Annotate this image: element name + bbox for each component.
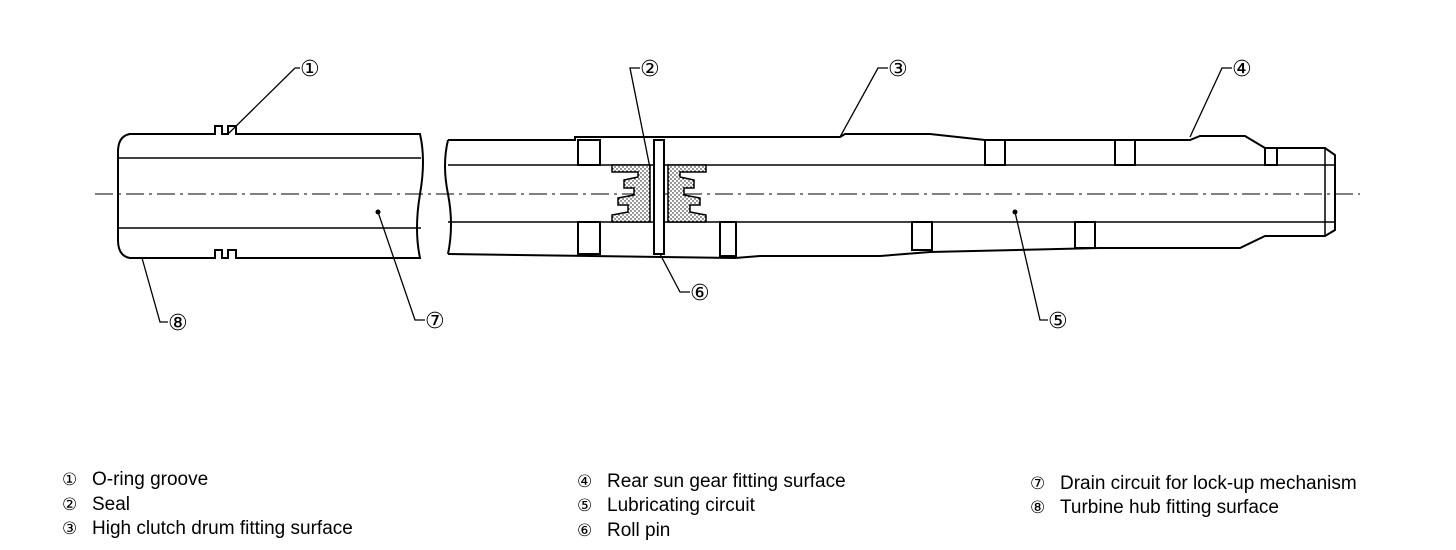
- callout-4: ④: [1232, 57, 1252, 82]
- callout-5: ⑤: [1048, 309, 1068, 334]
- shaft-left-section: [117, 125, 424, 259]
- callout-7: ⑦: [425, 309, 445, 334]
- callout-8: ⑧: [168, 311, 188, 336]
- callout-6: ⑥: [690, 281, 710, 306]
- shaft-main-section: [444, 133, 1336, 260]
- seal: [611, 164, 707, 223]
- leader-dot-5: [1012, 209, 1018, 215]
- leader-lines: [141, 67, 1232, 323]
- callout-3: ③: [888, 57, 908, 82]
- leader-dot-7: [375, 209, 381, 215]
- callout-2: ②: [640, 57, 660, 82]
- callout-1: ①: [300, 57, 320, 82]
